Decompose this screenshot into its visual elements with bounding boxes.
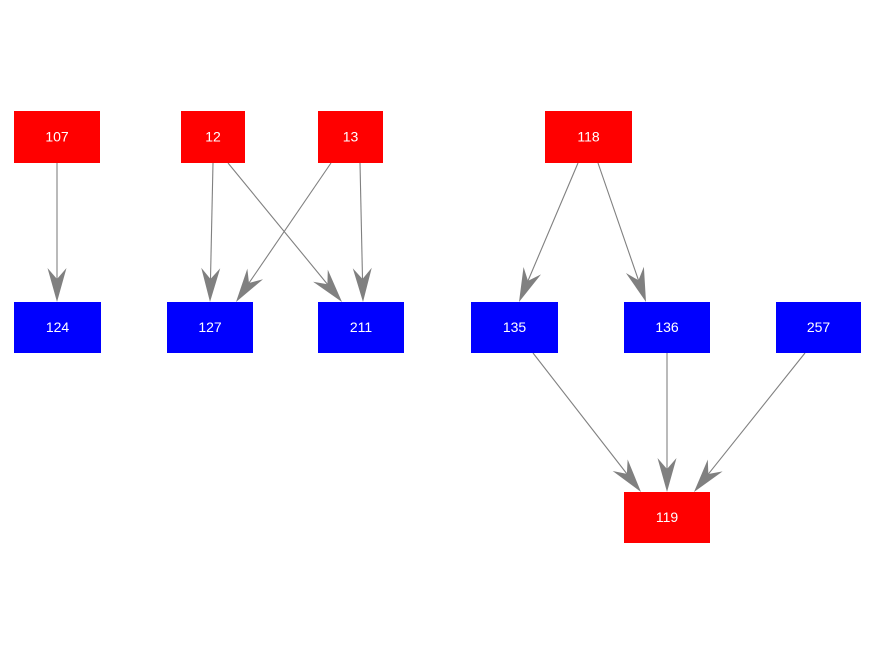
node-257[interactable]: 257 xyxy=(776,302,861,353)
nodes-layer: 107 12 13 118 124 127 211 135 136 257 119 xyxy=(14,111,861,543)
edges-layer xyxy=(47,162,806,492)
node-rect[interactable] xyxy=(167,302,253,353)
arrowhead-icon xyxy=(352,267,372,302)
arrowhead-icon xyxy=(313,269,342,302)
node-rect[interactable] xyxy=(545,111,632,163)
edge-line xyxy=(209,162,214,281)
edge-118-to-136 xyxy=(597,162,646,302)
edge-12-to-211 xyxy=(227,162,342,302)
edge-13-to-211 xyxy=(352,162,372,302)
arrowhead-icon xyxy=(519,266,542,302)
arrowhead-icon xyxy=(236,268,264,302)
edge-line xyxy=(227,162,329,286)
node-rect[interactable] xyxy=(776,302,861,353)
arrowhead-icon xyxy=(612,459,641,492)
arrowhead-icon xyxy=(694,459,723,492)
edge-line xyxy=(247,162,332,285)
node-rect[interactable] xyxy=(14,111,100,163)
node-13[interactable]: 13 xyxy=(318,111,383,163)
node-119[interactable]: 119 xyxy=(624,492,710,543)
edge-135-to-119 xyxy=(532,352,641,492)
arrowhead-icon xyxy=(625,266,646,302)
node-127[interactable]: 127 xyxy=(167,302,253,353)
edge-257-to-119 xyxy=(694,352,806,492)
node-135[interactable]: 135 xyxy=(471,302,558,353)
edge-107-to-124 xyxy=(47,163,67,302)
node-107[interactable]: 107 xyxy=(14,111,100,163)
arrowhead-icon xyxy=(201,267,221,302)
node-rect[interactable] xyxy=(181,111,245,163)
node-124[interactable]: 124 xyxy=(14,302,101,353)
edge-118-to-135 xyxy=(519,162,579,302)
edge-line xyxy=(532,352,628,475)
node-118[interactable]: 118 xyxy=(545,111,632,163)
edge-line xyxy=(359,162,364,281)
edge-line xyxy=(597,162,640,282)
edge-line xyxy=(707,352,806,476)
node-rect[interactable] xyxy=(318,111,383,163)
edge-13-to-127 xyxy=(236,162,332,302)
edge-136-to-119 xyxy=(657,353,677,492)
edge-12-to-127 xyxy=(201,162,221,302)
arrowhead-icon xyxy=(47,268,67,302)
node-rect[interactable] xyxy=(318,302,404,353)
node-rect[interactable] xyxy=(14,302,101,353)
node-136[interactable]: 136 xyxy=(624,302,710,353)
node-12[interactable]: 12 xyxy=(181,111,245,163)
node-rect[interactable] xyxy=(624,492,710,543)
edge-line xyxy=(527,162,579,282)
node-rect[interactable] xyxy=(471,302,558,353)
node-rect[interactable] xyxy=(624,302,710,353)
node-211[interactable]: 211 xyxy=(318,302,404,353)
arrowhead-icon xyxy=(657,458,677,492)
